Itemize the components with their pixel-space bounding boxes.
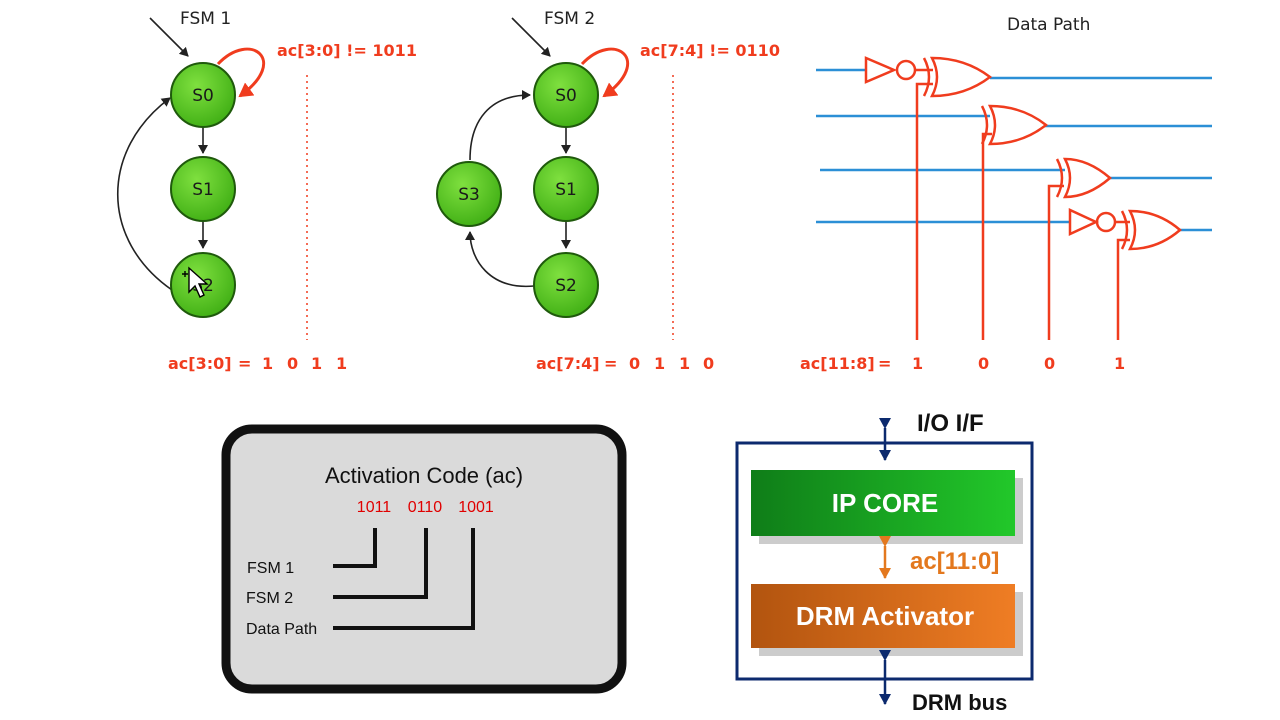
svg-text:=: = — [878, 354, 891, 373]
datapath-xor-gate-4 — [1120, 209, 1182, 251]
svg-text:1: 1 — [311, 354, 322, 373]
ac-label: ac[11:0] — [910, 548, 999, 575]
fsm2-s2-s3-arrow — [465, 231, 535, 288]
fsm2-state-s3: S3 — [436, 161, 502, 227]
activation-target-datapath: Data Path — [246, 621, 317, 638]
fsm2-loop-label: ac[7:4] != 0110 — [640, 41, 780, 60]
datapath-xor-gate-1 — [922, 56, 993, 98]
datapath-title: Data Path — [1007, 15, 1090, 35]
mouse-cursor-icon — [182, 266, 209, 298]
activation-code-title: Activation Code (ac) — [325, 463, 523, 488]
activation-code-connectors — [333, 528, 475, 630]
fsm2-code: ac[7:4] = 0 1 1 0 — [536, 354, 714, 373]
svg-text:0: 0 — [287, 354, 298, 373]
datapath-not-gate-2 — [1068, 208, 1117, 236]
svg-text:1: 1 — [654, 354, 665, 373]
svg-text:S3: S3 — [458, 185, 480, 205]
svg-text:0: 0 — [703, 354, 714, 373]
drm-activator-block: DRM Activator — [751, 584, 1023, 656]
activation-code-datapath: 1001 — [458, 499, 494, 516]
fsm1-state-s1: S1 — [170, 156, 236, 222]
svg-text:0: 0 — [978, 354, 989, 373]
ip-core-label: IP CORE — [832, 488, 938, 518]
drm-activator-label: DRM Activator — [796, 601, 974, 631]
fsm1-code: ac[3:0] = 1 0 1 1 — [168, 354, 347, 373]
datapath-xor-gate-2 — [980, 104, 1049, 146]
svg-text:1: 1 — [336, 354, 347, 373]
activation-target-fsm1: FSM 1 — [247, 560, 294, 577]
datapath-not-gate-1 — [864, 56, 917, 84]
block-diagram: I/O I/F IP CORE ac[11:0] DRM Activator D… — [735, 410, 1034, 715]
svg-text:S2: S2 — [555, 276, 577, 296]
svg-text:=: = — [238, 354, 251, 373]
svg-text:0: 0 — [629, 354, 640, 373]
svg-text:0: 0 — [1044, 354, 1055, 373]
datapath-xor-gate-3 — [1055, 157, 1112, 199]
fsm1-entry-arrow — [149, 17, 189, 57]
fsm2-state-s1: S1 — [533, 156, 599, 222]
fsm1-diagram: FSM 1 ac[3:0] != 1011 S0 S1 S2 ac[3:0] — [117, 9, 417, 373]
fsm2-s3-s0-arrow — [469, 90, 531, 161]
activation-target-fsm2: FSM 2 — [246, 590, 293, 607]
fsm1-s2-s0-arrow — [117, 97, 173, 291]
datapath-code: ac[11:8] = 1 0 0 1 — [800, 354, 1125, 373]
svg-text:1: 1 — [1114, 354, 1125, 373]
ip-core-block: IP CORE — [751, 470, 1023, 544]
svg-text:S1: S1 — [192, 180, 214, 200]
datapath-diagram: Data Path — [800, 15, 1212, 373]
fsm2-title: FSM 2 — [544, 9, 595, 29]
fsm2-state-s2: S2 — [533, 252, 599, 318]
svg-text:ac[7:4]: ac[7:4] — [536, 354, 600, 373]
svg-text:ac[3:0]: ac[3:0] — [168, 354, 232, 373]
fsm2-entry-arrow — [511, 17, 551, 57]
drm-bus-label: DRM bus — [912, 690, 1007, 715]
svg-text:=: = — [604, 354, 617, 373]
fsm1-state-s2: S2 — [170, 252, 236, 318]
svg-text:1: 1 — [679, 354, 690, 373]
fsm1-self-loop-arrow — [216, 47, 265, 98]
io-label: I/O I/F — [917, 410, 984, 437]
svg-text:S1: S1 — [555, 180, 577, 200]
activation-code-fsm1: 1011 — [357, 499, 392, 516]
datapath-data-lines — [816, 68, 1212, 232]
svg-text:1: 1 — [912, 354, 923, 373]
fsm1-title: FSM 1 — [180, 9, 231, 29]
activation-code-box: Activation Code (ac) 1011 0110 1001 FSM … — [221, 424, 627, 694]
svg-text:ac[11:8]: ac[11:8] — [800, 354, 875, 373]
svg-text:S0: S0 — [555, 86, 577, 106]
fsm2-diagram: FSM 2 ac[7:4] != 0110 S0 S1 S2 S3 ac[7:4… — [436, 9, 780, 373]
svg-text:1: 1 — [262, 354, 273, 373]
activation-code-fsm2: 0110 — [408, 499, 443, 516]
svg-text:S0: S0 — [192, 86, 214, 106]
fsm1-state-s0: S0 — [170, 62, 236, 128]
fsm1-loop-label: ac[3:0] != 1011 — [277, 41, 417, 60]
fsm2-self-loop-arrow — [580, 47, 629, 98]
fsm2-state-s0: S0 — [533, 62, 599, 128]
